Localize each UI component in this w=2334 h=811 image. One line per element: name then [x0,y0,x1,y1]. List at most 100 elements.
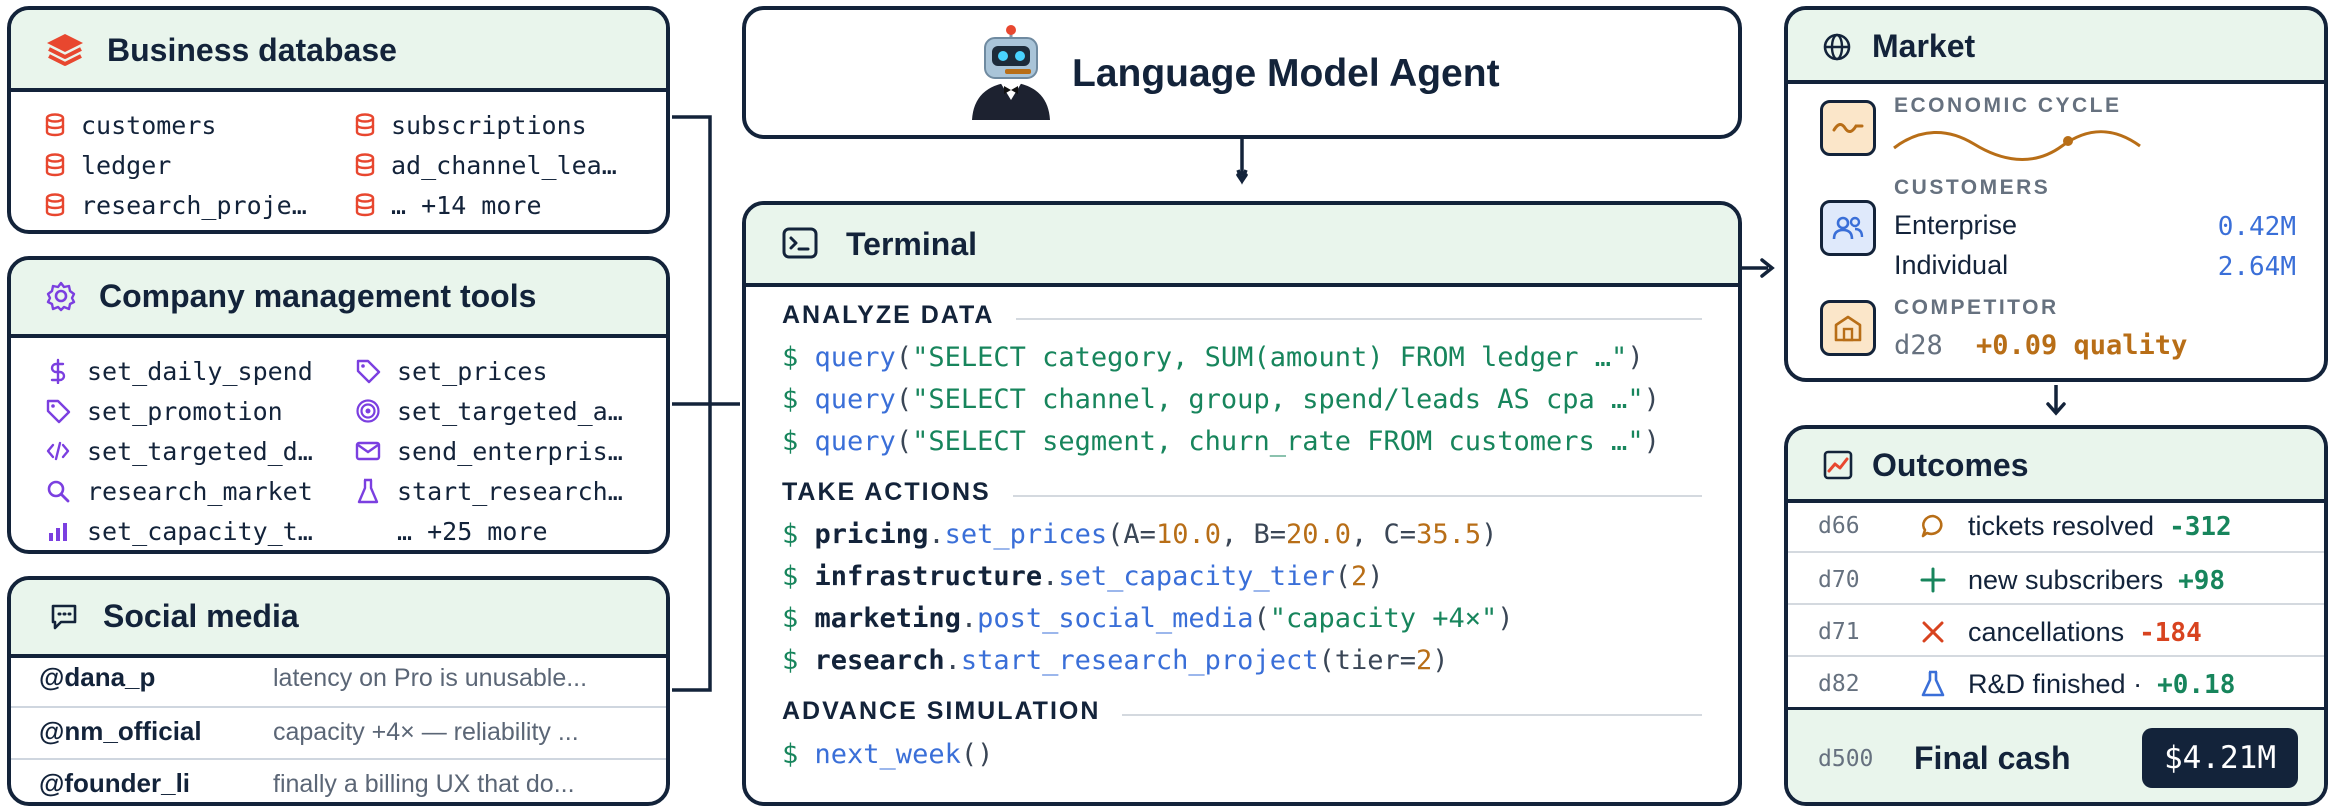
layers-icon [45,32,85,73]
tool-name: … +25 more [397,516,548,546]
table-name: … +14 more [391,190,542,220]
tool-item: set_prices [355,352,548,390]
individual-label: Individual [1894,250,2009,280]
social-media-panel: Social media @dana_p latency on Pro is un… [7,576,670,806]
outcome-day: d70 [1818,567,1860,593]
outcome-text: new subscribers +98 [1968,565,2225,596]
tool-item: set_targeted_a… [355,392,623,430]
business-database-title: Business database [107,32,397,68]
arg-key: A= [1123,519,1156,550]
tool-item: research_market [45,472,313,510]
tool-name: set_prices [397,356,548,386]
outcome-text: tickets resolved -312 [1968,511,2232,542]
section-label: ADVANCE SIMULATION [782,697,1123,726]
target-icon [355,398,381,424]
fn-name: set_prices [944,519,1108,550]
fn-name: next_week [814,739,961,770]
section-rule [782,495,1702,497]
globe-icon [1822,32,1852,67]
outcome-label: new subscribers [1968,565,2164,595]
prompt: $ [782,384,799,415]
outcome-label: cancellations [1968,617,2125,647]
management-tools-panel: Company management tools set_daily_spend… [7,256,670,554]
economic-cycle-label: ECONOMIC CYCLE [1894,94,2122,117]
final-cash-value: $4.21M [2142,728,2298,788]
final-day: d500 [1818,746,1874,772]
social-media-title: Social media [103,598,299,634]
prompt: $ [782,739,799,770]
agent-title: Language Model Agent [1072,52,1500,95]
query-string: "SELECT category, SUM(amount) FROM ledge… [912,342,1628,373]
outcomes-panel: Outcomes d66 tickets resolved -312 d70 n… [1784,425,2328,806]
prompt: $ [782,645,799,676]
query-string: "SELECT segment, churn_rate FROM custome… [912,426,1644,457]
object-name: infrastructure [814,561,1043,592]
arg-key: tier= [1334,645,1417,676]
section-analyze-data: ANALYZE DATA [782,301,1702,335]
section-label: TAKE ACTIONS [782,478,1013,507]
tool-item: set_promotion [45,392,283,430]
mail-icon [355,438,381,464]
flask-icon [355,478,381,504]
tool-name: set_targeted_a… [397,396,623,426]
query-line: $ query("SELECT segment, churn_rate FROM… [782,426,1660,457]
search-icon [45,478,71,504]
outcomes-header: Outcomes [1788,429,2324,503]
outcome-row: d82 R&D finished · +0.18 [1788,655,2324,709]
table-name: ad_channel_lea… [391,150,617,180]
fn-name: start_research_project [960,645,1319,676]
terminal-header: Terminal [746,205,1738,287]
database-icon [355,193,375,217]
tag-icon [45,398,71,424]
arg-value: 2 [1416,645,1433,676]
outcome-label: R&D finished · [1968,669,2143,699]
market-panel: Market ECONOMIC CYCLE CUSTOMERS Enterpri… [1784,6,2328,382]
tool-name: send_enterpris… [397,436,623,466]
post-text: finally a billing UX that do... [273,770,575,798]
robot-icon [968,24,1054,125]
object-name: marketing [814,603,961,634]
tool-item: set_capacity_t… [45,512,313,550]
economic-cycle-wave [1893,130,2141,161]
social-post: @founder_li finally a billing UX that do.… [11,758,666,802]
database-icon [355,113,375,137]
outcome-value: +0.18 [2157,670,2236,700]
message-icon [49,602,79,637]
post-handle: @dana_p [39,662,156,692]
database-icon [355,153,375,177]
post-text: latency on Pro is unusable... [273,664,588,692]
tool-item: … +25 more [355,512,548,550]
social-post: @dana_p latency on Pro is unusable... [11,654,666,706]
arg-value: 35.5 [1416,519,1482,550]
post-handle: @founder_li [39,768,191,798]
plus-icon [1918,565,1948,595]
individual-value: 2.64M [2217,252,2296,282]
enterprise-label: Enterprise [1894,210,2018,240]
query-string: "SELECT channel, group, spend/leads AS c… [912,384,1644,415]
enterprise-value: 0.42M [2217,212,2296,242]
prompt: $ [782,603,799,634]
outcome-value: +98 [2178,566,2226,596]
arg-value: "capacity +4×" [1269,603,1498,634]
tool-item: set_targeted_d… [45,432,313,470]
users-icon [1820,200,1876,256]
table-name: subscriptions [391,110,587,140]
competitor-label: COMPETITOR [1894,296,2059,319]
social-media-header: Social media [11,580,666,658]
database-table: ledger [45,146,171,184]
x-icon [1918,617,1948,647]
outcome-value: -184 [2139,618,2202,648]
database-icon [45,193,65,217]
post-handle: @nm_official [39,716,202,746]
terminal-icon [782,227,818,264]
table-name: research_proje… [81,190,307,220]
outcomes-title: Outcomes [1872,447,2029,483]
outcome-row: d70 new subscribers +98 [1788,551,2324,605]
tag-icon [355,358,381,384]
outcome-day: d71 [1818,619,1860,645]
management-tools-header: Company management tools [11,260,666,338]
outcome-day: d66 [1818,513,1860,539]
outcome-text: R&D finished · +0.18 [1968,669,2235,700]
